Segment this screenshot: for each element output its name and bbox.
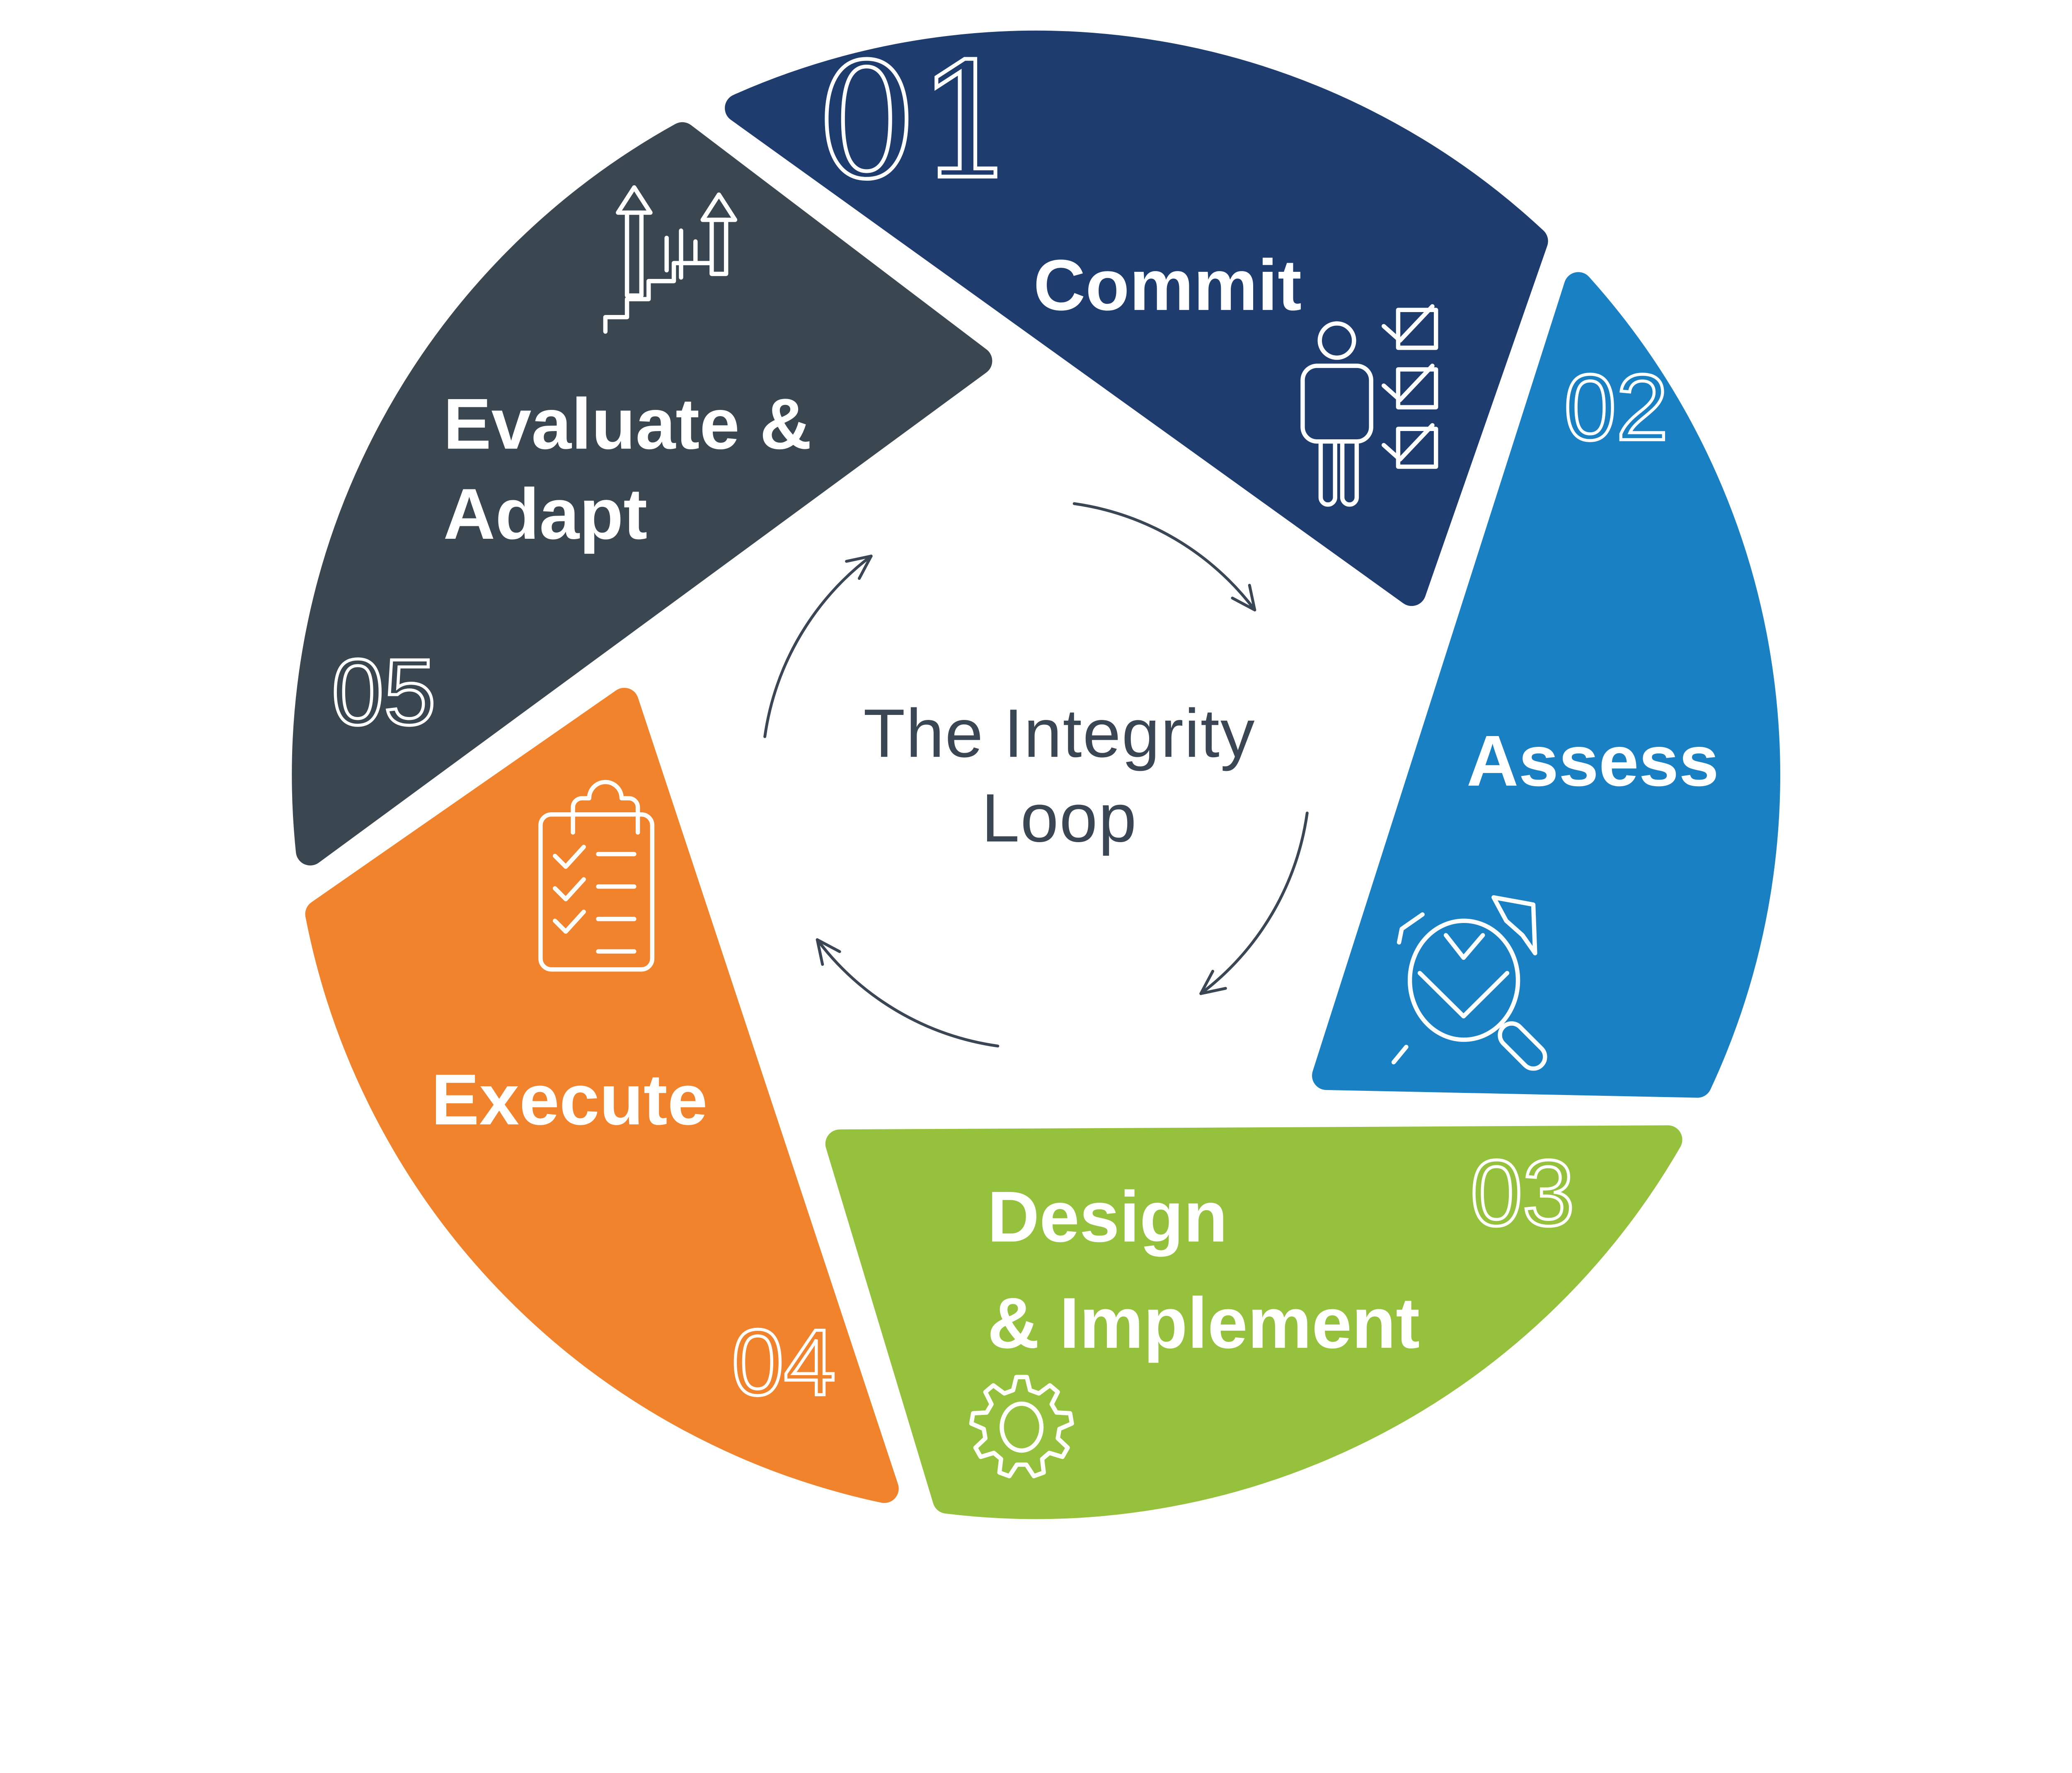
integrity-loop-diagram: 01 02 03 04 05 Commit Assess Design & Im…: [292, 28, 1780, 1519]
segment-number-commit: 01: [816, 30, 1018, 214]
segment-shape-growth-stairs: [292, 122, 992, 866]
person-checklist-icon: [1300, 304, 1438, 507]
clipboard-checklist-icon: [538, 780, 655, 972]
segment-texts: 01 02 03 04 05 Commit Assess Design & Im…: [330, 28, 1719, 1416]
segment-number-assess: 02: [1564, 355, 1668, 460]
growth-stairs-icon: [603, 185, 738, 334]
segment-number-execute: 04: [732, 1310, 836, 1415]
cycle-arrows: [763, 502, 1309, 1048]
segment-shape-clipboard-checklist: [305, 688, 899, 1503]
cycle-arrow-2: [1199, 811, 1309, 995]
segment-label-execute: Execute: [431, 1059, 707, 1140]
segment-icons: [538, 185, 1547, 1478]
segment-shape-clock-magnifier: [1312, 272, 1780, 1098]
segment-number-design: 03: [1470, 1141, 1574, 1245]
segment-shape-gear: [825, 1125, 1682, 1519]
segment-label-design-line1: Design: [988, 1177, 1228, 1257]
segment-label-assess: Assess: [1467, 721, 1719, 801]
diagram-title-line1: The Integrity: [863, 695, 1255, 772]
segment-label-evaluate-line1: Evaluate &: [443, 384, 812, 464]
clock-magnifier-icon: [1391, 895, 1547, 1071]
diagram-title-line2: Loop: [981, 780, 1137, 856]
segment-number-evaluate: 05: [332, 639, 436, 744]
cycle-arrow-3: [816, 938, 1000, 1048]
cycle-arrow-1: [1072, 502, 1256, 612]
segment-label-commit: Commit: [1034, 245, 1302, 325]
segment-label-evaluate-line2: Adapt: [443, 474, 648, 554]
gear-icon: [969, 1375, 1074, 1478]
segment-label-design-line2: & Implement: [988, 1283, 1420, 1363]
cycle-arrow-4: [763, 555, 873, 738]
